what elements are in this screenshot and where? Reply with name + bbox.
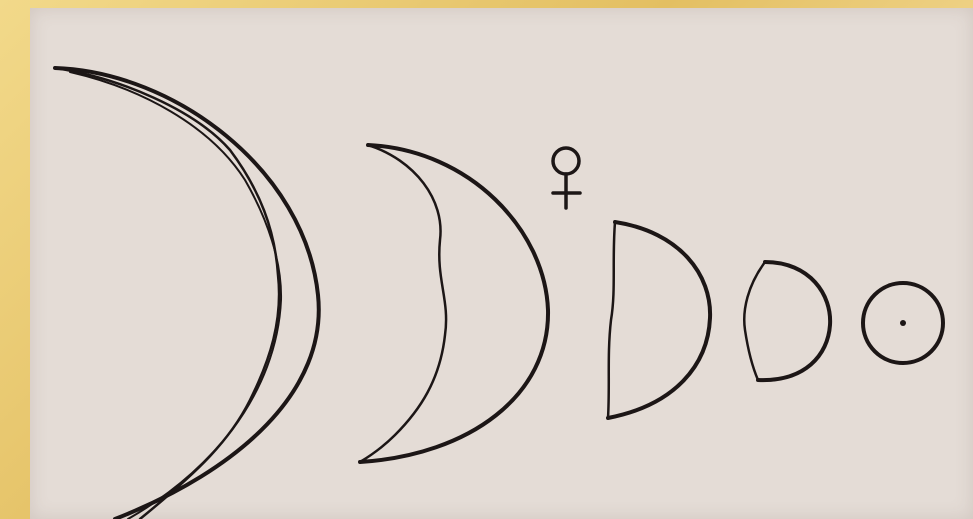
phase-crescent (360, 145, 548, 462)
phase-half (608, 222, 710, 418)
venus-symbol-icon (553, 148, 580, 208)
phase-full-disc (863, 283, 943, 363)
disc-center-dot (900, 320, 906, 326)
phase-thin-crescent (55, 68, 319, 519)
phase-gibbous-small (744, 262, 830, 380)
